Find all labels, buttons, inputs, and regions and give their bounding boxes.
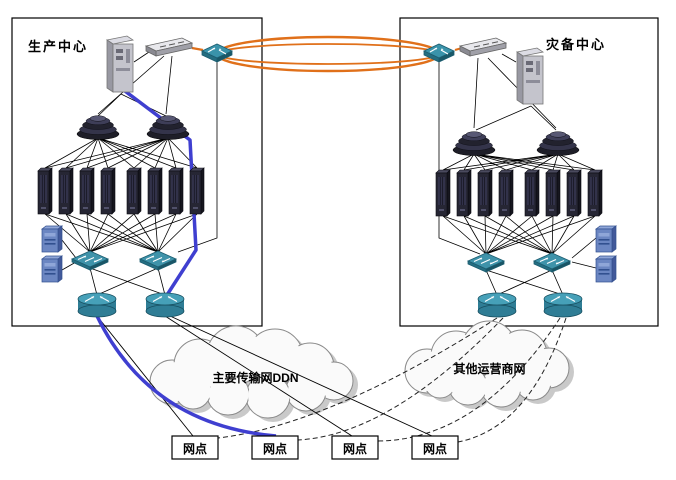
terminal-icon bbox=[41, 225, 63, 253]
core-switch-icon bbox=[145, 37, 193, 57]
branch-box bbox=[331, 435, 379, 460]
branch-box bbox=[251, 435, 299, 460]
access-switch-icon bbox=[139, 250, 177, 271]
disaster-center-label: 灾备中心 bbox=[546, 37, 607, 52]
disk-array-icon bbox=[146, 115, 190, 140]
server-icon bbox=[477, 169, 493, 217]
production-center-box bbox=[11, 17, 263, 327]
server-icon bbox=[435, 169, 451, 217]
branch-label: 网点 bbox=[342, 442, 367, 456]
cloud-ddn bbox=[149, 325, 358, 422]
router-icon bbox=[477, 292, 517, 318]
server-icon bbox=[498, 169, 514, 217]
core-switch-icon bbox=[459, 37, 507, 57]
disk-array-icon bbox=[76, 115, 120, 140]
terminal-icon bbox=[595, 255, 617, 283]
server-icon bbox=[545, 169, 561, 217]
cloud-other-carrier bbox=[404, 320, 574, 411]
server-icon bbox=[37, 167, 53, 215]
cloud-other-carrier-label: 其他运营商网 bbox=[453, 362, 526, 376]
access-switch-icon bbox=[533, 252, 571, 273]
server-icon bbox=[58, 167, 74, 215]
server-icon bbox=[189, 167, 205, 215]
branch-label: 网点 bbox=[262, 442, 287, 456]
tape-library-icon bbox=[516, 47, 544, 105]
production-branch-links bbox=[96, 315, 433, 437]
tape-library-icon bbox=[106, 35, 134, 93]
production-center-label: 生产中心 bbox=[28, 39, 89, 54]
router-icon bbox=[145, 292, 185, 318]
branch-label: 网点 bbox=[182, 442, 207, 456]
server-icon bbox=[147, 167, 163, 215]
router-icon bbox=[543, 292, 583, 318]
server-icon bbox=[524, 169, 540, 217]
cloud-ddn-label: 主要传输网DDN bbox=[212, 371, 299, 385]
server-icon bbox=[566, 169, 582, 217]
access-switch-icon bbox=[71, 250, 109, 271]
branch-box bbox=[171, 435, 219, 460]
branch-label: 网点 bbox=[422, 442, 447, 456]
fiber-ring-icon bbox=[191, 35, 463, 73]
backup-branch-links-dashed bbox=[217, 317, 567, 443]
access-switch-icon bbox=[467, 252, 505, 273]
disaster-center-box bbox=[399, 17, 659, 327]
branch-box bbox=[411, 435, 459, 460]
disk-array-icon bbox=[536, 131, 580, 156]
server-icon bbox=[168, 167, 184, 215]
server-icon bbox=[100, 167, 116, 215]
router-icon bbox=[77, 292, 117, 318]
server-icon bbox=[126, 167, 142, 215]
terminal-icon bbox=[41, 255, 63, 283]
server-icon bbox=[456, 169, 472, 217]
server-icon bbox=[587, 169, 603, 217]
server-icon bbox=[79, 167, 95, 215]
terminal-icon bbox=[595, 225, 617, 253]
disk-array-icon bbox=[452, 131, 496, 156]
